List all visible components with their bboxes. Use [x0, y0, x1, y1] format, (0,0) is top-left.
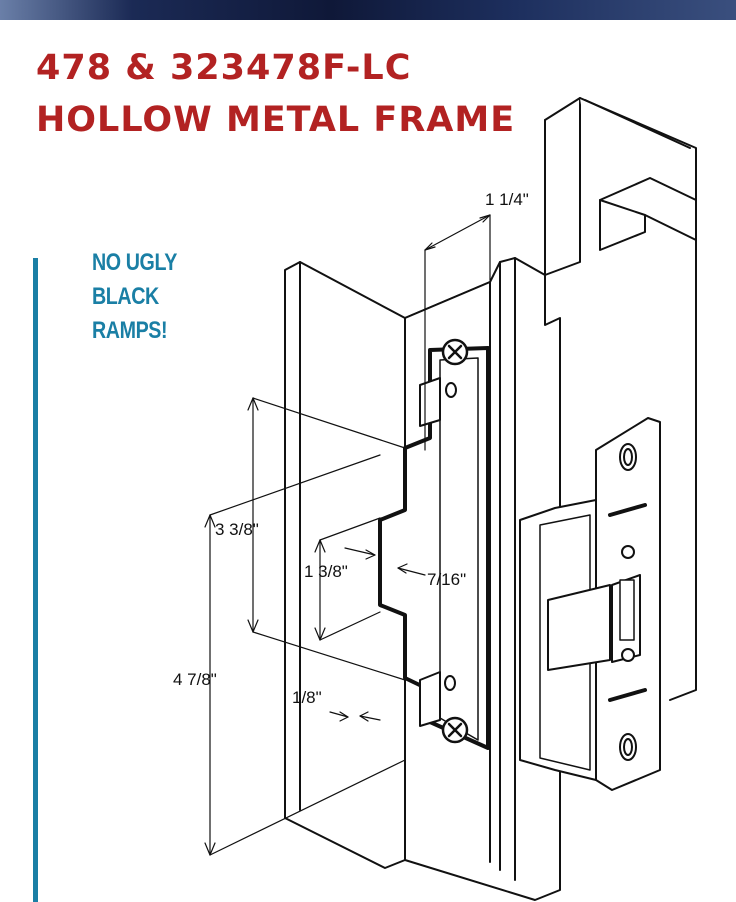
dimension-height-a-label: 3 3/8": [215, 520, 259, 539]
callout-line-1: NO UGLY: [92, 249, 177, 276]
callout-line-3: RAMPS!: [92, 317, 168, 344]
rear-jamb-flange: [544, 97, 697, 701]
side-accent-rule: [33, 258, 38, 902]
bottom-screw: [441, 716, 469, 744]
product-frame-title: HOLLOW METAL FRAME: [36, 100, 516, 140]
dimension-lines: [204, 214, 491, 856]
dimension-height-b-label: 1 3/8": [304, 562, 348, 581]
callout-line-2: BLACK: [92, 283, 159, 310]
dimension-offset-label: 7/16": [427, 570, 467, 589]
top-screw: [441, 338, 469, 366]
dimension-total-height-label: 4 7/8": [173, 670, 217, 689]
dimension-width-top-label: 1 1/4": [485, 190, 529, 209]
electric-strike-body: [519, 417, 661, 791]
dimension-lip-label: 1/8": [292, 688, 322, 707]
product-model-title: 478 & 323478F-LC: [36, 48, 412, 88]
top-banner: [0, 0, 736, 20]
